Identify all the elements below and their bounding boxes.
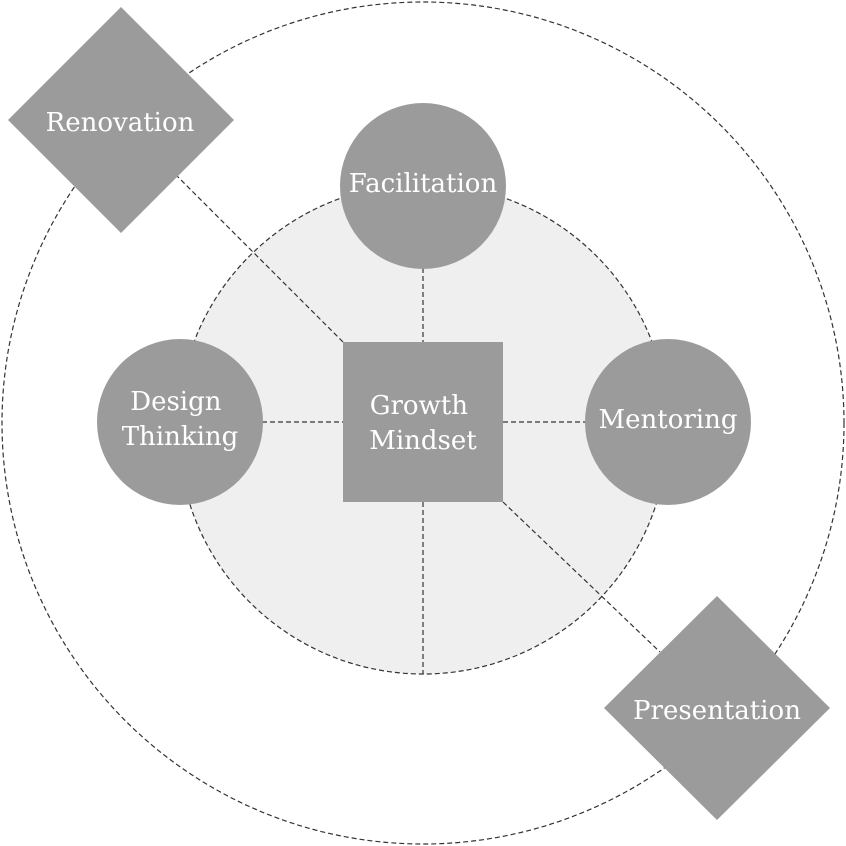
center-node-square	[343, 342, 503, 502]
node-left-label: Design Thinking	[122, 387, 239, 452]
node-top-left-diamond	[8, 7, 234, 233]
center-node-label-line-1: Growth	[370, 391, 469, 421]
node-right-label-line-1: Mentoring	[599, 405, 738, 435]
node-left-circle	[97, 339, 263, 505]
node-left-label-line-1: Design	[130, 387, 222, 417]
node-left-label-line-2: Thinking	[122, 422, 239, 452]
node-bottom-right-label-line-1: Presentation	[633, 696, 801, 726]
node-top-label: Facilitation	[349, 169, 498, 199]
node-right-label: Mentoring	[599, 405, 738, 435]
node-top-left-label: Renovation	[46, 108, 195, 138]
center-node-label-line-2: Mindset	[369, 426, 477, 456]
node-top-circle	[340, 103, 506, 269]
node-top-label-line-1: Facilitation	[349, 169, 498, 199]
node-right-circle	[585, 339, 751, 505]
node-bottom-right-diamond	[604, 596, 830, 820]
node-top-left-label-line-1: Renovation	[46, 108, 195, 138]
connector-center-top-left	[176, 175, 344, 343]
center-node-label: Growth Mindset	[369, 391, 477, 456]
connector-center-bottom-right	[502, 501, 661, 653]
node-bottom-right-label: Presentation	[633, 696, 801, 726]
